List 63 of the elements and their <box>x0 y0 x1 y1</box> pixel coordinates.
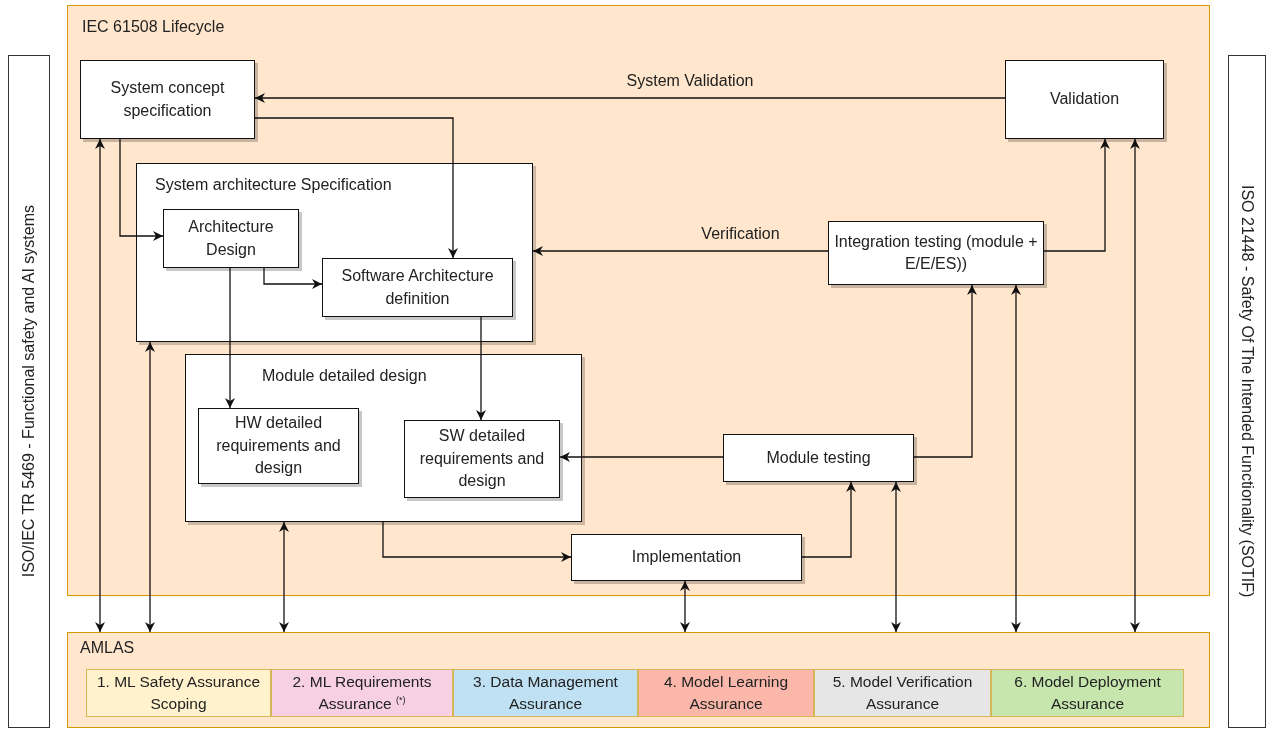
arrow <box>382 521 572 562</box>
stage-box <box>814 669 991 717</box>
arrow <box>1011 284 1021 633</box>
arrow <box>1043 138 1110 252</box>
stage-label: 5. Model Verification Assurance <box>831 671 974 714</box>
arrow <box>254 117 458 259</box>
arrow <box>119 138 164 241</box>
arrow <box>95 138 105 633</box>
lifecycle-panel <box>67 632 1210 728</box>
panel-title: IEC 61508 Lifecycle <box>82 18 225 36</box>
arrow <box>913 284 977 458</box>
arrow <box>559 452 724 462</box>
box-label: Software Architecture definition <box>340 266 495 309</box>
process-box <box>1005 60 1164 139</box>
arrow <box>801 481 856 558</box>
box-label: Validation <box>1049 89 1120 110</box>
edge-label: Verification <box>701 225 780 243</box>
arrow <box>254 93 1006 103</box>
process-box <box>404 420 560 498</box>
arrow <box>1130 138 1140 633</box>
standard-side-bar <box>1228 55 1266 728</box>
process-box <box>163 209 299 268</box>
box-label: Architecture Design <box>187 217 275 260</box>
stage-box <box>86 669 271 717</box>
standard-side-bar <box>8 55 50 728</box>
box-label: HW detailed requirements and design <box>215 413 342 479</box>
stage-box <box>991 669 1184 717</box>
process-box <box>828 221 1044 285</box>
arrow <box>680 580 690 633</box>
stage-label: 2. ML Requirements Assurance $^{(*)}$ <box>291 671 433 714</box>
panel-title: AMLAS <box>80 639 135 657</box>
stage-label: 6. Model Deployment Assurance <box>1013 671 1162 714</box>
box-label: Integration testing (module + E/E/ES)) <box>833 231 1039 274</box>
arrow <box>263 267 323 289</box>
stage-box <box>453 669 638 717</box>
group-box <box>185 354 582 522</box>
standard-title: ISO/IEC TR 5469 - Functional safety and AI systems <box>20 205 38 578</box>
process-box <box>571 534 802 581</box>
stage-label: 3. Data Management Assurance <box>472 671 619 714</box>
standard-title: ISO 21448 - Safety Of The Intended Functionality (SOTIF) <box>1238 185 1256 598</box>
process-box <box>723 434 914 482</box>
box-label: Implementation <box>631 547 742 568</box>
box-label: System concept specification <box>109 78 226 121</box>
edge-label: System Validation <box>626 72 754 90</box>
arrow <box>476 316 486 421</box>
arrow <box>891 481 901 633</box>
box-label: SW detailed requirements and design <box>418 426 546 492</box>
box-label: Module testing <box>766 447 871 468</box>
arrow <box>532 246 829 256</box>
panel-title: Module detailed design <box>262 367 427 385</box>
group-box <box>136 163 533 342</box>
lifecycle-panel <box>67 5 1210 596</box>
stage-box <box>638 669 814 717</box>
arrow <box>225 267 235 409</box>
stage-label: 1. ML Safety Assurance Scoping <box>95 671 262 714</box>
process-box <box>80 60 255 139</box>
stage-box <box>271 669 453 717</box>
process-box <box>322 258 513 317</box>
panel-title: System architecture Specification <box>155 176 392 194</box>
arrow <box>145 341 155 633</box>
stage-label: 4. Model Learning Assurance <box>662 671 790 714</box>
process-box <box>198 408 359 484</box>
arrow <box>279 521 289 633</box>
